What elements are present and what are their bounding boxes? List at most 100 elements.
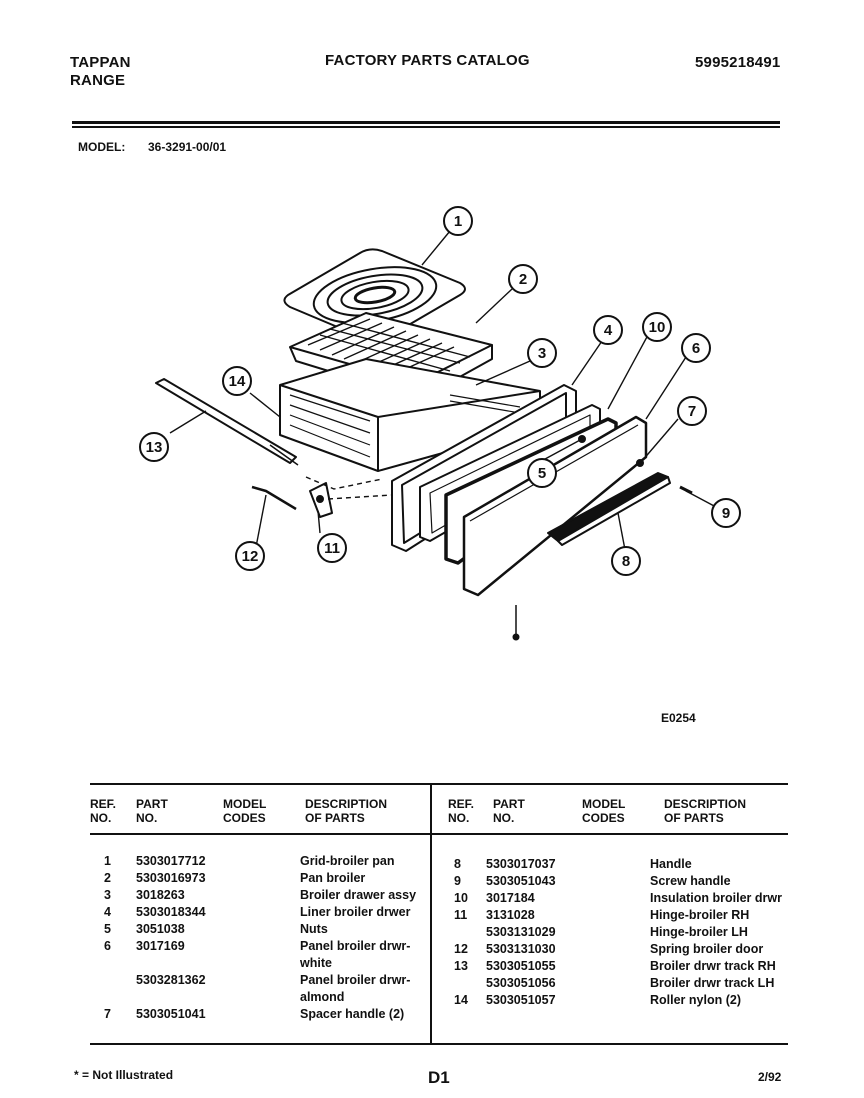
description-cell: Insulation broiler drwr	[650, 891, 782, 905]
callout-2: 2	[519, 271, 527, 288]
diagram-code: E0254	[661, 711, 696, 725]
part-number-cell: 5303051043	[486, 874, 556, 888]
part-number-cell: 5303017712	[136, 854, 206, 868]
callout-9: 9	[722, 505, 730, 522]
part-header-line1: PART	[136, 797, 168, 811]
header-rule-top	[72, 121, 780, 124]
ref-cell: 9	[454, 874, 461, 888]
table-row: 12 5303131030 Spring broiler door	[440, 941, 790, 958]
ref-cell: 11	[454, 908, 468, 922]
part-number-cell: 5303017037	[486, 857, 556, 871]
left-ref-header: REF. NO.	[90, 797, 116, 825]
part-header-line2: NO.	[136, 811, 158, 825]
part-number-cell: 3051038	[136, 922, 185, 936]
callout-13: 13	[146, 439, 163, 456]
drawer-track-drawing	[155, 378, 299, 466]
callout-4: 4	[604, 322, 613, 339]
ref-cell: 6	[104, 939, 111, 953]
brand-line-1: TAPPAN	[70, 54, 131, 71]
model-value: 36-3291-00/01	[148, 140, 227, 154]
ref-cell	[440, 975, 486, 992]
right-desc-header: DESCRIPTION OF PARTS	[664, 797, 746, 825]
part-header-line2: NO.	[493, 811, 515, 825]
catalog-number: 5995218491	[695, 54, 781, 71]
description-cell: Panel broiler drwr- white	[300, 939, 411, 970]
description-cell: Hinge-broiler RH	[650, 908, 750, 922]
part-number-cell: 3017169	[136, 939, 185, 953]
callout-1: 1	[454, 213, 462, 230]
callout-7: 7	[688, 403, 696, 420]
part-number-cell: 5303051057	[486, 993, 556, 1007]
part-number-cell: 5303131029	[486, 925, 556, 939]
left-desc-header: DESCRIPTION OF PARTS	[305, 797, 387, 825]
exploded-parts-diagram: 1 2 3 4 5 6 7 8 9 10 11 12 13 14	[139, 206, 741, 641]
table-row: 11 3131028 Hinge-broiler RH	[440, 907, 790, 924]
page-number: D1	[428, 1068, 450, 1087]
desc-header-line2: OF PARTS	[305, 811, 365, 825]
table-row: 1 5303017712 Grid-broiler pan	[90, 853, 430, 870]
callout-10: 10	[649, 319, 666, 336]
description-cell: Broiler drawer assy	[300, 888, 417, 902]
screw-handle-drawing	[679, 485, 693, 495]
part-number-cell: 5303281362	[136, 973, 206, 987]
model-header-line2: CODES	[223, 811, 266, 825]
ref-header-line2: NO.	[90, 811, 112, 825]
ref-cell	[440, 924, 486, 941]
description-cell: Broiler drwr track RH	[650, 959, 776, 973]
spring-hinge-drawing	[251, 482, 333, 518]
table-row: 5303281362 Panel broiler drwr- almond	[90, 972, 430, 1006]
table-rule-bottom	[90, 1043, 788, 1045]
header-rule-bottom	[72, 126, 780, 128]
callout-11: 11	[324, 540, 340, 557]
desc-header-line1: DESCRIPTION	[664, 797, 747, 811]
part-header-line1: PART	[493, 797, 525, 811]
description-cell: Screw handle	[650, 874, 731, 888]
description-cell: Spring broiler door	[650, 942, 764, 956]
ref-cell: 12	[454, 942, 468, 956]
model-header-line2: CODES	[582, 811, 625, 825]
ref-header-line2: NO.	[448, 811, 470, 825]
brand-line-2: RANGE	[70, 72, 126, 89]
ref-cell: 1	[104, 854, 111, 868]
part-number-cell: 5303016973	[136, 871, 206, 885]
footer-date: 2/92	[758, 1070, 782, 1084]
table-divider	[430, 783, 432, 1045]
right-model-header: MODEL CODES	[582, 797, 625, 825]
table-rule-header	[90, 833, 788, 835]
model-header-line1: MODEL	[582, 797, 626, 811]
part-number-cell: 5303051041	[136, 1007, 206, 1021]
grid-broiler-pan-drawing	[283, 248, 466, 342]
callout-6: 6	[692, 340, 700, 357]
handle-drawing	[547, 472, 671, 546]
left-model-header: MODEL CODES	[223, 797, 266, 825]
desc-header-line1: DESCRIPTION	[305, 797, 388, 811]
model-label: MODEL:	[78, 140, 126, 154]
ref-cell: 10	[454, 891, 468, 905]
ref-cell: 5	[104, 922, 111, 936]
ref-cell: 14	[454, 993, 468, 1007]
description-cell: Panel broiler drwr- almond	[300, 973, 411, 1004]
ref-cell: 8	[454, 857, 461, 871]
table-row: 6 3017169 Panel broiler drwr- white	[90, 938, 430, 972]
table-row: 5 3051038 Nuts	[90, 921, 430, 938]
callout-8: 8	[622, 553, 630, 570]
description-cell: Nuts	[300, 922, 328, 936]
ref-cell	[90, 972, 136, 1006]
part-number-cell: 5303131030	[486, 942, 556, 956]
description-cell: Spacer handle (2)	[300, 1007, 405, 1021]
desc-header-line2: OF PARTS	[664, 811, 724, 825]
ref-cell: 4	[104, 905, 111, 919]
description-cell: Grid-broiler pan	[300, 854, 395, 868]
part-number-cell: 3131028	[486, 908, 535, 922]
part-number-cell: 5303018344	[136, 905, 206, 919]
left-part-header: PART NO.	[136, 797, 168, 825]
